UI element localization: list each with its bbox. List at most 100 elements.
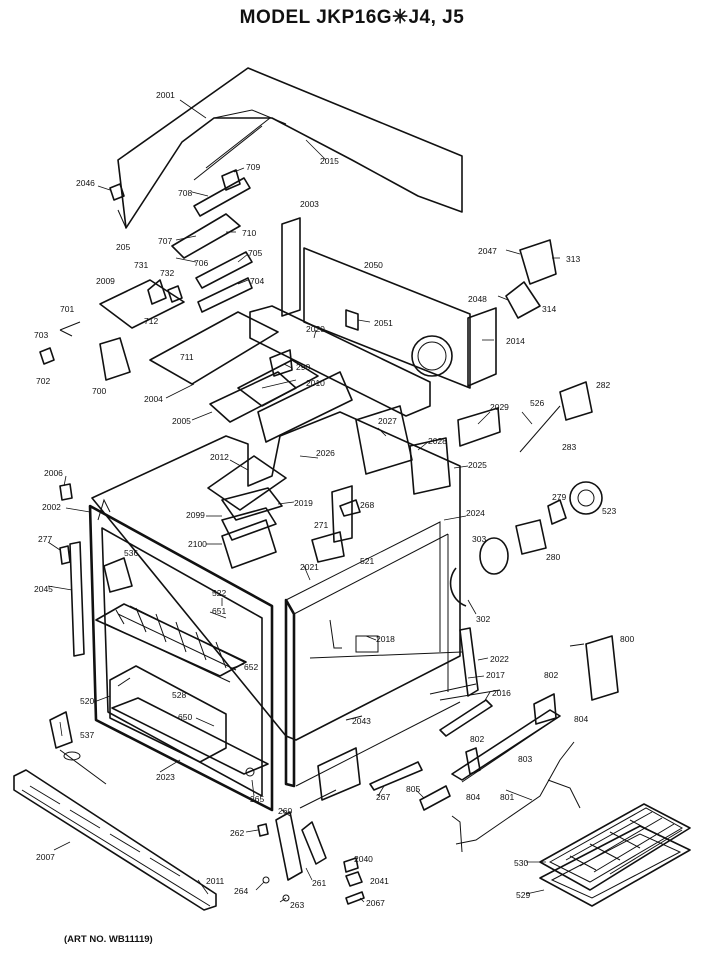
part-label: 2025	[468, 460, 487, 470]
part-label: 2010	[306, 378, 325, 388]
door-hinge-part	[245, 767, 337, 902]
part-label: 2022	[490, 654, 509, 664]
part-label: 522	[212, 588, 226, 598]
part-label: 801	[500, 792, 514, 802]
part-label: 2048	[468, 294, 487, 304]
part-label: 709	[246, 162, 260, 172]
oven-rack-part	[95, 603, 269, 775]
part-labels: 2001 2015 2046 709 708 205 2003 710 707 …	[34, 90, 634, 910]
part-label: 802	[544, 670, 558, 680]
part-label: 2007	[36, 852, 55, 862]
part-label: 521	[360, 556, 374, 566]
part-label: 313	[566, 254, 580, 264]
part-label: 260	[278, 806, 292, 816]
part-label: 2018	[376, 634, 395, 644]
diagram-title: MODEL JKP16G✳J4, J5	[239, 7, 465, 28]
part-label: 705	[248, 248, 262, 258]
part-label: 536	[124, 548, 138, 558]
part-label: 303	[472, 534, 486, 544]
part-label: 701	[60, 304, 74, 314]
part-label: 802	[470, 734, 484, 744]
part-label: 712	[144, 316, 158, 326]
part-label: 526	[530, 398, 544, 408]
part-label: 530	[514, 858, 528, 868]
part-label: 2019	[294, 498, 313, 508]
rear-channel-part	[317, 699, 493, 801]
part-label: 277	[38, 534, 52, 544]
part-label: 2012	[210, 452, 229, 462]
part-label: 2024	[466, 508, 485, 518]
left-side-trim-part	[59, 483, 133, 657]
part-label: 704	[250, 276, 264, 286]
part-label: 263	[290, 900, 304, 910]
part-label: 280	[546, 552, 560, 562]
part-label: 2029	[490, 402, 509, 412]
part-label: 2003	[300, 199, 319, 209]
part-label: 205	[116, 242, 130, 252]
part-label: 529	[516, 890, 530, 900]
part-label: 650	[178, 712, 192, 722]
part-label: 2050	[364, 260, 383, 270]
part-label: 528	[172, 690, 186, 700]
part-label: 2067	[366, 898, 385, 908]
part-label: 2005	[172, 416, 191, 426]
part-label: 702	[36, 376, 50, 386]
part-label: 711	[180, 352, 194, 362]
part-label: 710	[242, 228, 256, 238]
part-label: 283	[562, 442, 576, 452]
part-label: 264	[234, 886, 248, 896]
part-label: 314	[542, 304, 556, 314]
part-label: 2051	[374, 318, 393, 328]
part-label: 265	[250, 794, 264, 804]
part-label: 2041	[370, 876, 389, 886]
part-label: 805	[406, 784, 420, 794]
broiler-drawer-contents-part	[207, 455, 361, 569]
part-label: 268	[360, 500, 374, 510]
broil-element-bracket-part	[355, 381, 593, 495]
top-vent-brackets-part	[39, 169, 279, 385]
light-socket-part	[449, 481, 619, 701]
part-label: 2027	[378, 416, 397, 426]
part-label: 708	[178, 188, 192, 198]
part-label: 2017	[486, 670, 505, 680]
part-label: 520	[80, 696, 94, 706]
part-label: 2004	[144, 394, 163, 404]
fastener-parts	[343, 857, 365, 905]
part-label: 2040	[354, 854, 373, 864]
broiler-pan-part	[539, 803, 691, 907]
part-label: 523	[602, 506, 616, 516]
part-label: 2028	[428, 436, 447, 446]
part-label: 2045	[34, 584, 53, 594]
part-label: 2016	[492, 688, 511, 698]
part-label: 2015	[320, 156, 339, 166]
bake-element-part	[419, 689, 581, 853]
part-label: 261	[312, 878, 326, 888]
part-label: 302	[476, 614, 490, 624]
part-label: 804	[574, 714, 588, 724]
part-label: 2020	[306, 324, 325, 334]
part-label: 271	[314, 520, 328, 530]
part-label: 2043	[352, 716, 371, 726]
part-label: 2099	[186, 510, 205, 520]
upper-frame-part	[209, 305, 431, 443]
part-label: 290	[296, 362, 310, 372]
part-label: 706	[194, 258, 208, 268]
part-label: 282	[596, 380, 610, 390]
part-label: 2006	[44, 468, 63, 478]
part-label: 537	[80, 730, 94, 740]
part-label: 803	[518, 754, 532, 764]
part-label: 2046	[76, 178, 95, 188]
part-label: 700	[92, 386, 106, 396]
part-label: 800	[620, 634, 634, 644]
part-label: 267	[376, 792, 390, 802]
art-number: (ART NO. WB11119)	[64, 934, 153, 945]
part-label: 2100	[188, 539, 207, 549]
part-label: 279	[552, 492, 566, 502]
part-label: 2009	[96, 276, 115, 286]
part-label: 707	[158, 236, 172, 246]
top-cover-part	[117, 67, 463, 229]
part-label: 2023	[156, 772, 175, 782]
part-label: 2002	[42, 502, 61, 512]
leader-lines	[47, 99, 560, 903]
